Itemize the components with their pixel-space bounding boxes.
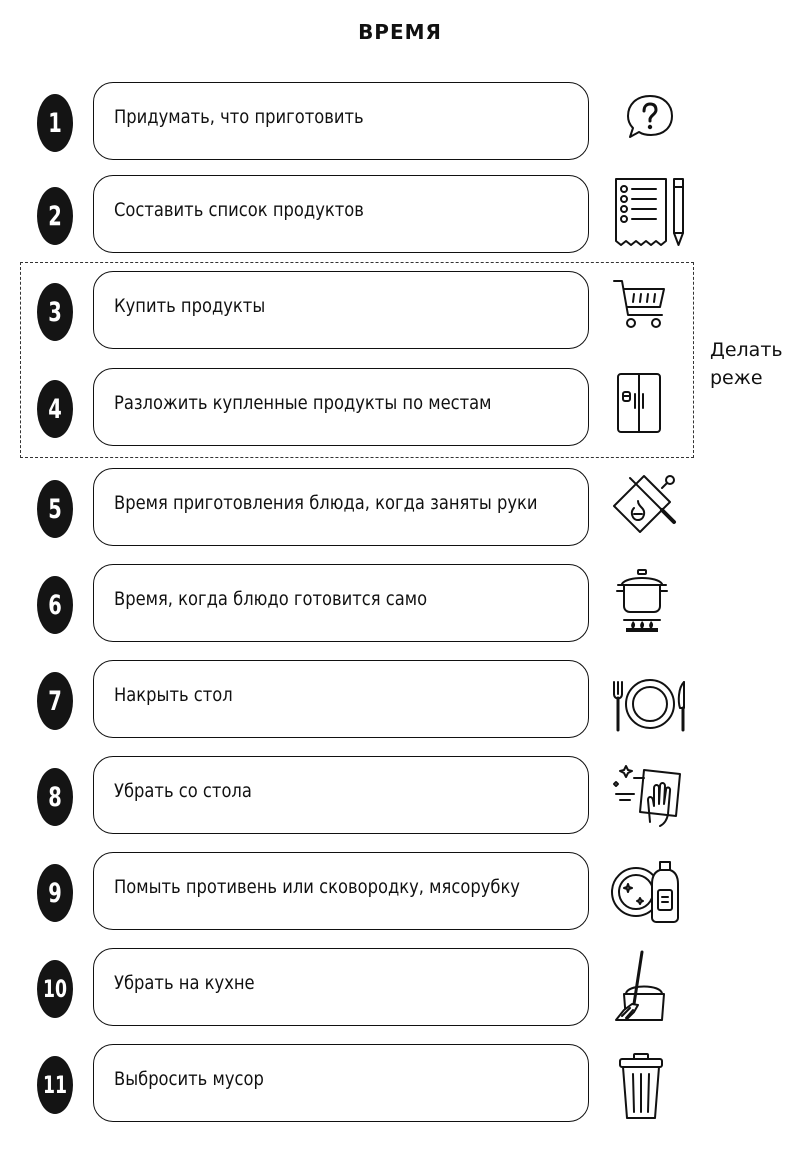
step-6: 6 Время, когда блюдо готовится само: [0, 564, 800, 646]
question-bubble-icon: [604, 82, 694, 162]
step-label: Разложить купленные продукты по местам: [114, 392, 492, 414]
step-box: [93, 564, 589, 642]
step-label: Убрать со стола: [114, 780, 252, 802]
less-often-group: [20, 262, 694, 458]
step-10: 10 Убрать на кухне: [0, 948, 800, 1030]
step-number-badge: 7: [37, 672, 73, 730]
shopping-cart-icon: [604, 271, 694, 351]
step-label: Купить продукты: [114, 295, 266, 317]
broom-bucket-icon: [604, 948, 694, 1028]
page-title: ВРЕМЯ: [358, 20, 442, 44]
step-number-badge: 1: [37, 94, 73, 152]
step-number-badge: 4: [37, 380, 73, 438]
trash-can-icon: [604, 1044, 694, 1124]
step-number-badge: 6: [37, 576, 73, 634]
step-5: 5 Время приготовления блюда, когда занят…: [0, 468, 800, 550]
dish-detergent-icon: [604, 852, 694, 932]
step-number-badge: 11: [37, 1056, 73, 1114]
note-line-2: реже: [710, 367, 763, 389]
step-8: 8 Убрать со стола: [0, 756, 800, 838]
step-number-badge: 3: [37, 283, 73, 341]
step-4: 4 Разложить купленные продукты по местам: [0, 368, 800, 450]
step-number-badge: 10: [37, 960, 73, 1018]
step-label: Накрыть стол: [114, 684, 233, 706]
wiping-cloth-icon: [604, 756, 694, 836]
step-box: [93, 852, 589, 930]
step-label: Выбросить мусор: [114, 1068, 264, 1090]
step-box: [93, 271, 589, 349]
plate-cutlery-icon: [604, 660, 694, 740]
step-number-badge: 8: [37, 768, 73, 826]
step-label: Помыть противень или сковородку, мясоруб…: [114, 876, 520, 898]
cooking-pot-icon: [604, 564, 694, 644]
step-box: [93, 175, 589, 253]
refrigerator-icon: [604, 368, 694, 448]
step-label: Придумать, что приготовить: [114, 106, 364, 128]
step-box: [93, 948, 589, 1026]
cutting-board-knife-icon: [604, 468, 694, 548]
step-number-badge: 9: [37, 864, 73, 922]
step-label: Убрать на кухне: [114, 972, 255, 994]
step-11: 11 Выбросить мусор: [0, 1044, 800, 1126]
checklist-pencil-icon: [604, 175, 694, 255]
less-often-note: Делать реже: [710, 336, 800, 392]
step-box: [93, 660, 589, 738]
step-box: [93, 368, 589, 446]
step-number-badge: 5: [37, 480, 73, 538]
step-1: 1 Придумать, что приготовить: [0, 82, 800, 164]
step-box: [93, 82, 589, 160]
step-3: 3 Купить продукты: [0, 271, 800, 353]
step-label: Время приготовления блюда, когда заняты …: [114, 492, 538, 514]
step-label: Время, когда блюдо готовится само: [114, 588, 428, 610]
step-2: 2 Составить список продуктов: [0, 175, 800, 257]
step-label: Составить список продуктов: [114, 199, 364, 221]
step-box: [93, 468, 589, 546]
step-box: [93, 1044, 589, 1122]
step-box: [93, 756, 589, 834]
step-number-badge: 2: [37, 187, 73, 245]
step-7: 7 Накрыть стол: [0, 660, 800, 742]
note-line-1: Делать: [710, 339, 783, 361]
step-9: 9 Помыть противень или сковородку, мясор…: [0, 852, 800, 934]
